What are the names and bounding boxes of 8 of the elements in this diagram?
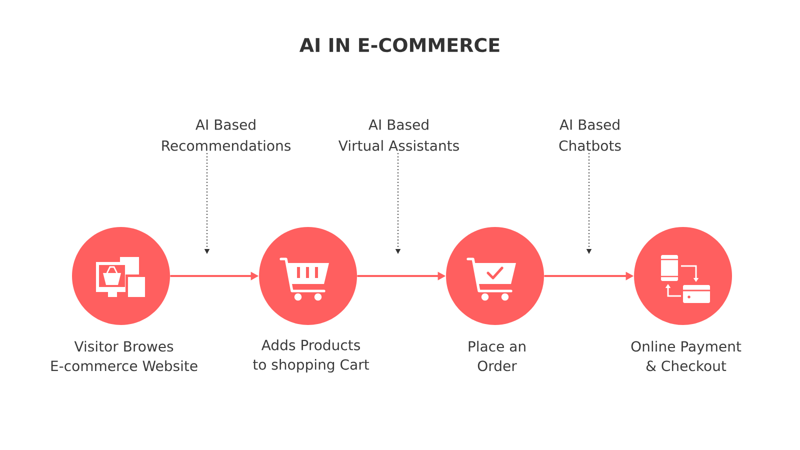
- step-label: Adds Products to shopping Cart: [253, 339, 370, 373]
- annotation-text: AI Based Recommendations: [162, 119, 290, 151]
- step-label: Visitor Browes E-commerce Website: [51, 340, 198, 372]
- title: AI IN E-COMMERCE: [299, 38, 500, 52]
- step-label: Place an Order: [468, 340, 526, 372]
- annotation-text: AI Based Chatbots: [559, 119, 621, 151]
- annotation-text: AI Based Virtual Assistants: [338, 119, 459, 151]
- step-label: Online Payment & Checkout: [631, 340, 742, 372]
